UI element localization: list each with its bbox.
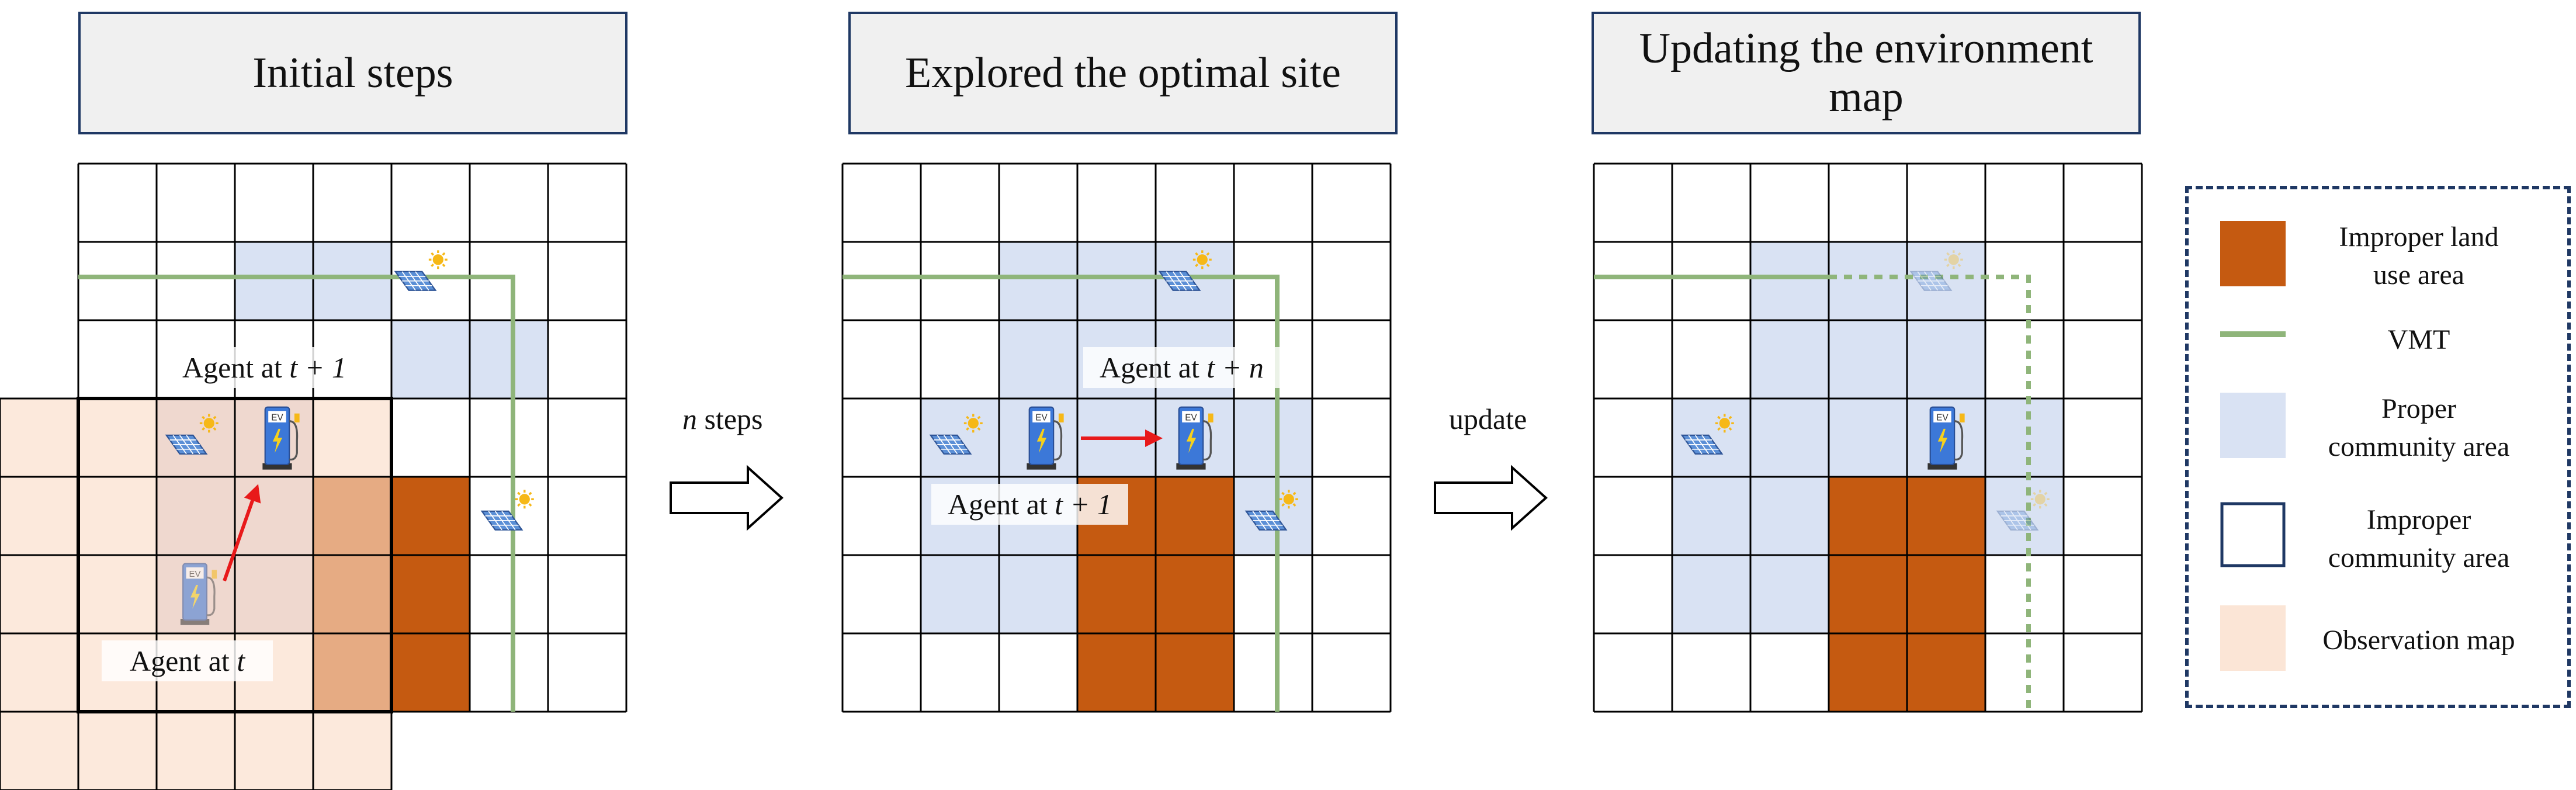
observation-gridlines [0,397,393,790]
legend [2185,186,2571,708]
panel-3-gridlines [1593,162,2143,713]
panel-2-grid [841,162,1392,713]
agent-label-text: Agent at [182,351,290,384]
legend-label-vmt: VMT [2302,321,2536,359]
legend-swatch-improper-land [2220,221,2286,286]
agent-label-math: t + 1 [289,351,346,384]
n-steps-label: n steps [682,402,763,436]
update-text: update [1449,403,1527,435]
next-step-arrow [670,465,783,531]
legend-line2: community area [2328,542,2510,573]
legend-label-improper-land: Improper land use area [2302,219,2536,294]
legend-label-proper: Proper community area [2302,390,2536,466]
legend-line1: Proper [2381,393,2456,424]
agent-label-p1-t: Agent at t [102,640,273,681]
n-steps-var: n [682,403,697,435]
legend-label-observation: Observation map [2302,622,2536,660]
observation-window-outline [77,397,393,713]
panel-3-grid [1593,162,2143,713]
agent-label-math: t + n [1206,351,1264,384]
panel-3-title-text: Updating the environment map [1639,25,2093,121]
agent-label-math: t [237,645,245,677]
legend-swatch-improper-community [2220,502,2286,567]
solar-panel-icon [394,249,449,292]
solar-panel-icon [481,488,535,531]
panel-3-vmt-dotted [1829,275,2031,712]
panel-1-improper-land [391,477,470,712]
panel-2-title-text: Explored the optimal site [905,48,1341,97]
update-arrow [1434,465,1548,531]
agent-label-text: Agent at [948,488,1055,521]
agent-label-text: Agent at [1100,351,1207,384]
panel-1-title-text: Initial steps [252,48,453,97]
panel-1-title: Initial steps [78,12,627,134]
agent-label-p1-t1: Agent at t + 1 [166,347,363,388]
agent-label-text: Agent at [130,645,237,677]
legend-line1: Improper [2366,504,2471,535]
legend-line1: VMT [2387,324,2450,355]
legend-label-improper-community: Improper community area [2302,501,2536,577]
panel-2-gridlines [841,162,1392,713]
agent-label-math: t + 1 [1055,488,1112,521]
legend-line1: Observation map [2322,625,2515,656]
n-steps-text: steps [697,403,763,435]
panel-2-title: Explored the optimal site [848,12,1398,134]
agent-move-arrow [223,484,261,581]
panel-3-title: Updating the environment map [1592,12,2141,134]
legend-line2: use area [2373,259,2464,290]
panel-1-grid [0,162,627,790]
legend-line2: community area [2328,431,2510,462]
legend-swatch-proper [2220,393,2286,458]
agent-label-p2-tn: Agent at t + n [1083,347,1280,388]
legend-line1: Improper land [2339,221,2499,252]
panel-1-vmt-line [78,275,515,712]
panel-2-vmt-line [843,275,1280,712]
legend-swatch-observation [2220,605,2286,671]
agent-label-p2-t1: Agent at t + 1 [931,484,1128,525]
update-label: update [1449,402,1527,436]
